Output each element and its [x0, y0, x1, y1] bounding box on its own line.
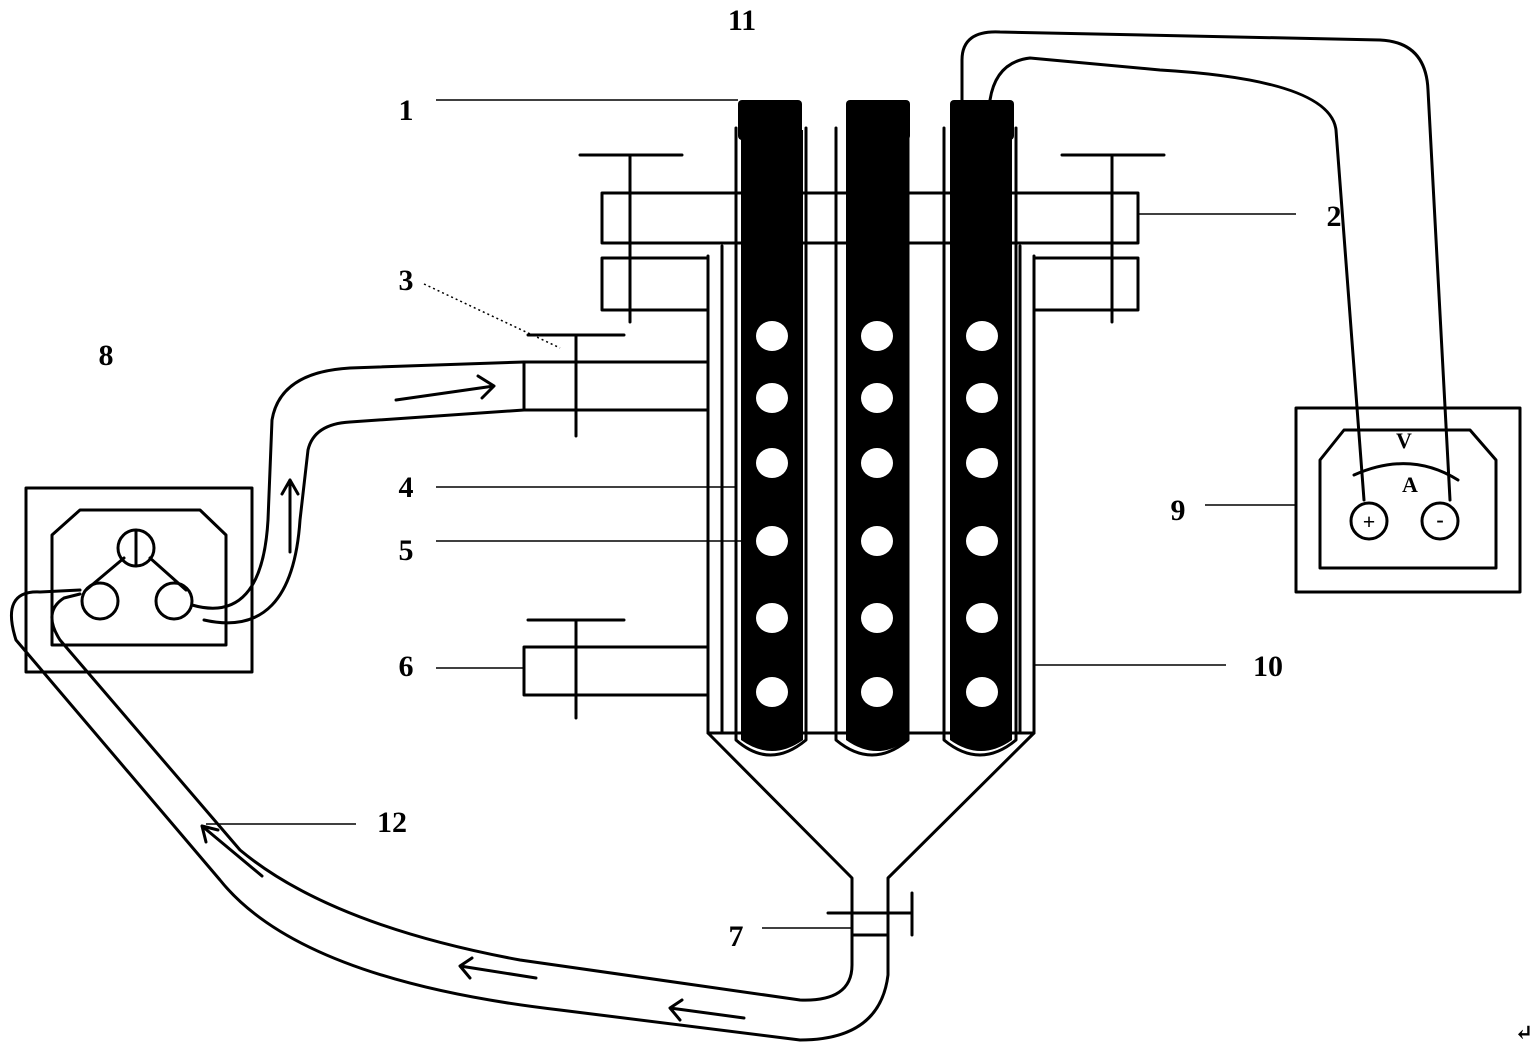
- label-3: 3: [399, 264, 414, 297]
- label-1: 1: [399, 94, 414, 127]
- power-meter: V A + -: [1294, 406, 1522, 594]
- side-outlet-port: [522, 618, 710, 720]
- electrode-left: [734, 100, 808, 757]
- label-10: 10: [1253, 650, 1283, 683]
- recirculation-tubing: [10, 360, 890, 1042]
- electrode-right: [942, 100, 1018, 757]
- return-mark: ↵: [1515, 1020, 1533, 1045]
- peristaltic-pump: [24, 486, 254, 674]
- meter-a-label: A: [1402, 472, 1418, 497]
- label-12: 12: [377, 806, 407, 839]
- arrow-left-icon-1: [458, 956, 538, 980]
- power-wires: [960, 30, 1452, 502]
- bottom-valve: [826, 891, 914, 937]
- arrow-upleft-icon-1: [200, 824, 264, 878]
- label-11: 11: [728, 4, 756, 37]
- flange-left-lower: [600, 256, 710, 312]
- inlet-port: [522, 333, 710, 438]
- label-5: 5: [399, 534, 414, 567]
- label-4: 4: [399, 471, 414, 504]
- meter-plus-terminal: +: [1363, 509, 1376, 534]
- leader-3: [423, 283, 561, 349]
- arrow-up-icon: [280, 478, 300, 554]
- arrow-right-icon: [394, 374, 496, 402]
- flange-right-lower: [1032, 256, 1140, 312]
- label-9: 9: [1171, 494, 1186, 527]
- label-8: 8: [99, 339, 114, 372]
- meter-v-label: V: [1396, 428, 1412, 453]
- electrode-middle: [834, 100, 910, 757]
- label-6: 6: [399, 650, 414, 683]
- component-labels: 11 1 2 3 8 4 9 5 6 10 12 7 ↵: [99, 4, 1534, 1045]
- label-7: 7: [729, 920, 744, 953]
- flow-arrows: [200, 374, 746, 1022]
- arrow-left-icon-2: [668, 998, 746, 1022]
- leader-lines: [206, 99, 1296, 929]
- electrode-holes: [756, 321, 998, 707]
- meter-minus-terminal: -: [1436, 507, 1443, 532]
- label-2: 2: [1327, 200, 1342, 233]
